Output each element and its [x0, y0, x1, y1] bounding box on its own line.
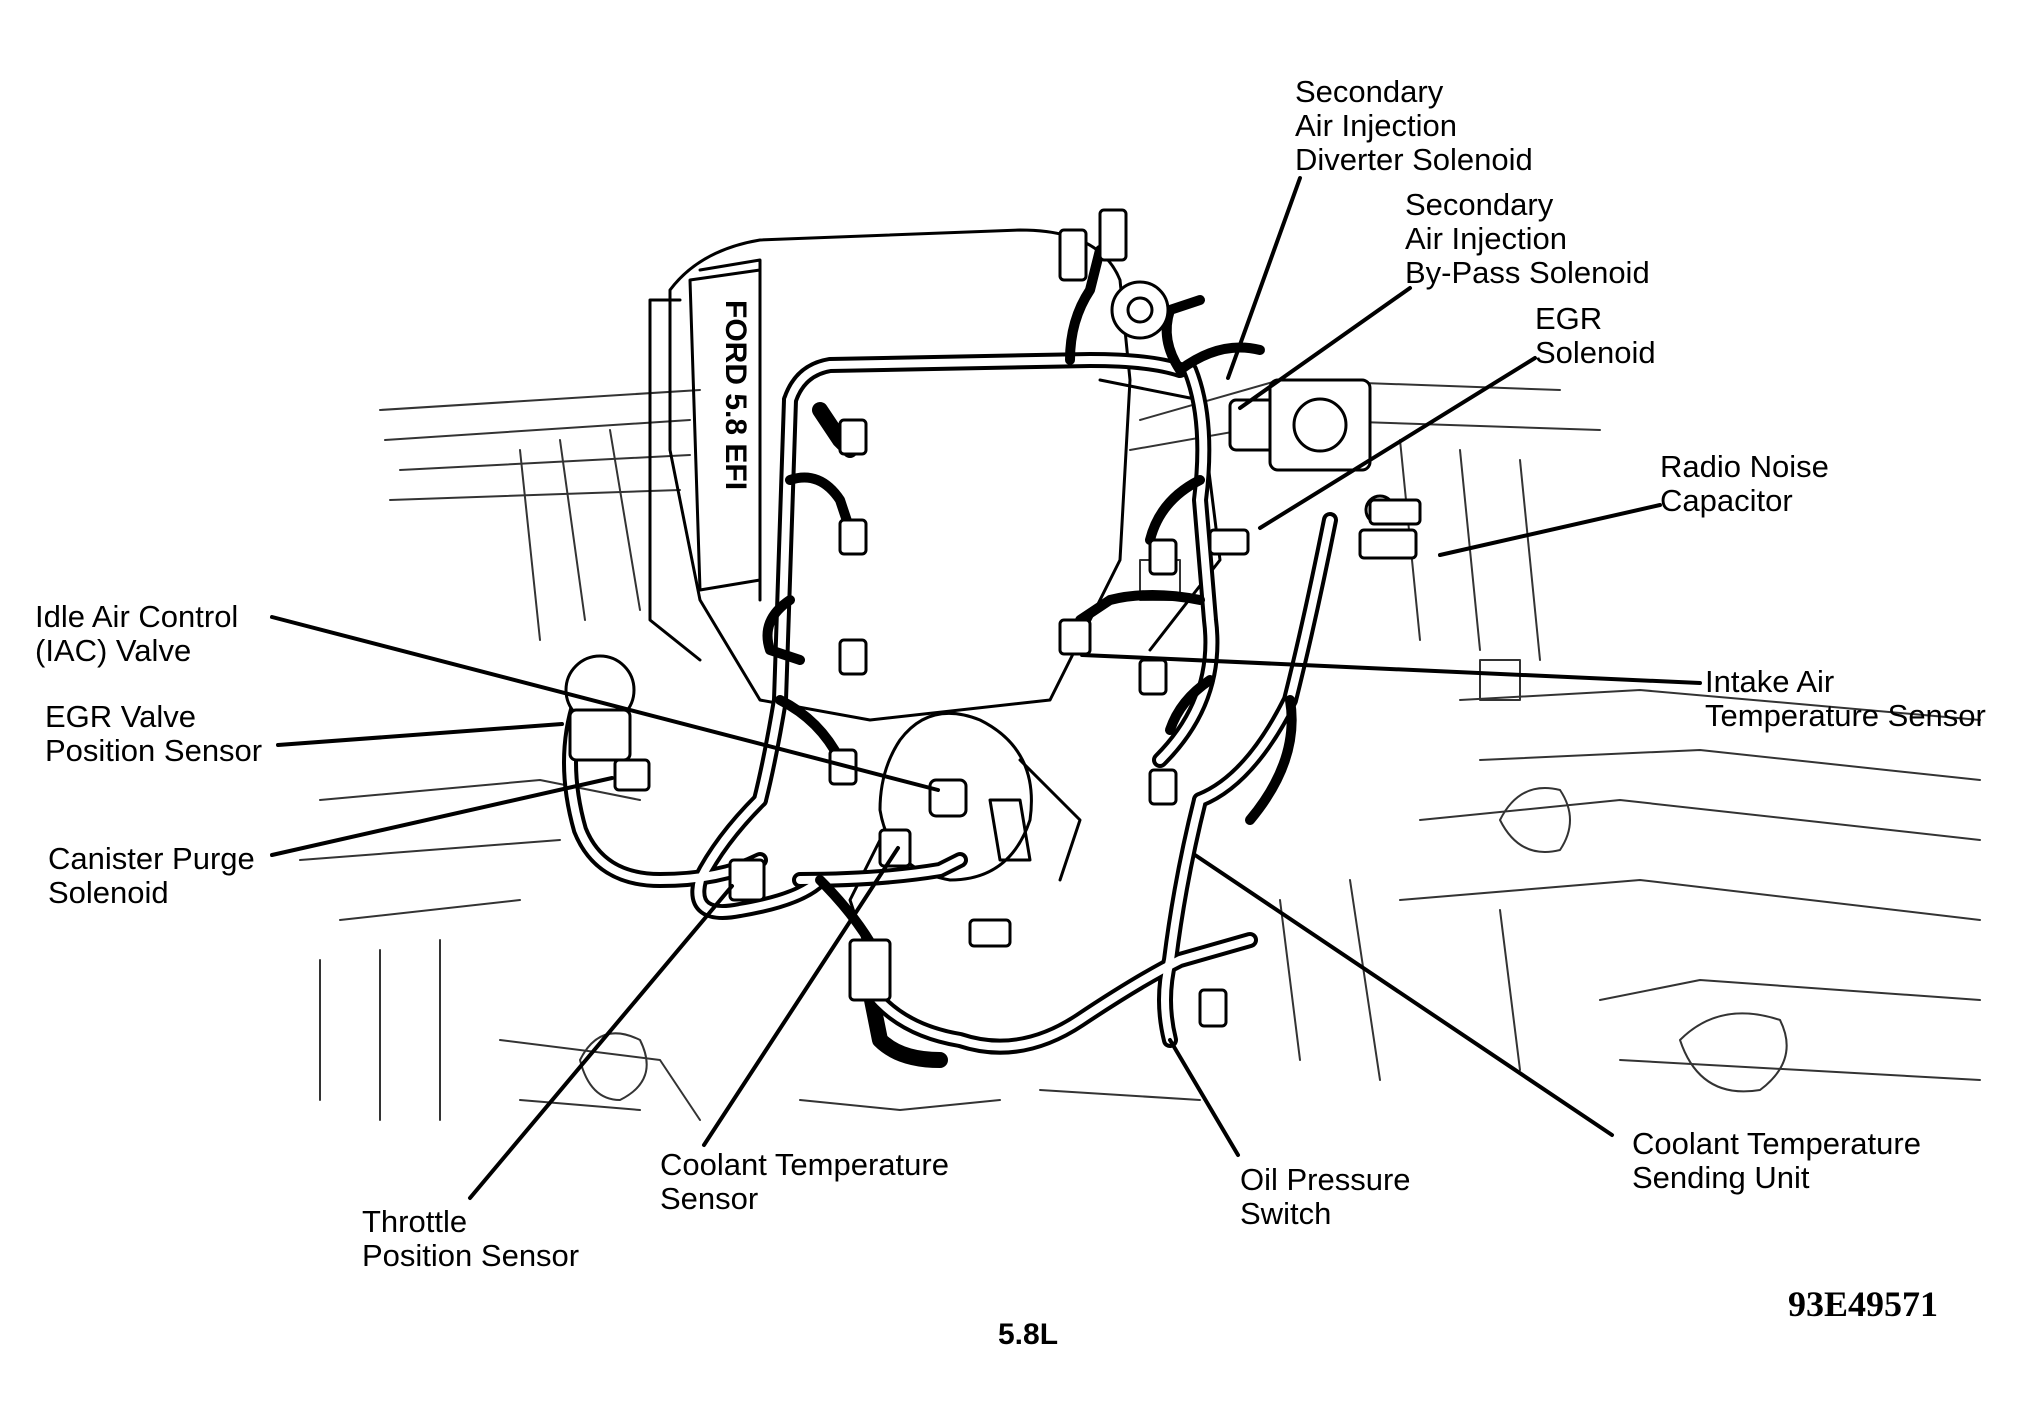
- leader-oil-pressure-switch: [1168, 1038, 1240, 1157]
- connectors: [564, 208, 1422, 1028]
- leader-coolant-temperature-sending-unit: [1193, 853, 1614, 1137]
- label-egr-valve-position-sensor: EGR Valve Position Sensor: [45, 699, 263, 768]
- leader-lines: [270, 176, 1702, 1200]
- figure-caption: 5.8L: [998, 1318, 1059, 1351]
- engine-emblem-text: FORD 5.8 EFI: [719, 300, 752, 491]
- leader-secondary-air-diverter: [1226, 176, 1302, 380]
- label-secondary-air-bypass: Secondary Air Injection By-Pass Solenoid: [1405, 187, 1650, 290]
- engine-bay-sketch: [299, 379, 1981, 1121]
- wiring-harness-inner: [566, 356, 1334, 1051]
- label-canister-purge-solenoid: Canister Purge Solenoid: [48, 841, 255, 910]
- leader-secondary-air-bypass: [1238, 286, 1412, 410]
- engine-emblem: [688, 268, 762, 592]
- leader-throttle-position-sensor: [468, 884, 734, 1200]
- intake-manifold: [648, 228, 1222, 962]
- label-coolant-temperature-sensor: Coolant Temperature Sensor: [660, 1147, 949, 1216]
- leader-intake-air-temperature-sensor: [1080, 653, 1702, 685]
- figure-reference-number: 93E49571: [1788, 1284, 1939, 1324]
- label-intake-air-temperature-sensor: Intake Air Temperature Sensor: [1705, 664, 1986, 733]
- label-oil-pressure-switch: Oil Pressure Switch: [1240, 1162, 1411, 1231]
- label-throttle-position-sensor: Throttle Position Sensor: [362, 1204, 580, 1273]
- label-secondary-air-diverter: Secondary Air Injection Diverter Solenoi…: [1295, 74, 1533, 177]
- label-egr-solenoid: EGR Solenoid: [1535, 301, 1656, 370]
- leader-egr-solenoid: [1258, 356, 1537, 530]
- label-radio-noise-capacitor: Radio Noise Capacitor: [1660, 449, 1829, 518]
- leader-radio-noise-capacitor: [1438, 503, 1662, 557]
- leader-canister-purge-solenoid: [270, 776, 614, 857]
- leader-iac-valve: [270, 615, 940, 792]
- label-coolant-temperature-sending-unit: Coolant Temperature Sending Unit: [1632, 1126, 1921, 1195]
- leader-egr-valve-position-sensor: [276, 722, 564, 747]
- leader-coolant-temperature-sensor: [702, 846, 900, 1147]
- label-iac-valve: Idle Air Control (IAC) Valve: [35, 599, 239, 668]
